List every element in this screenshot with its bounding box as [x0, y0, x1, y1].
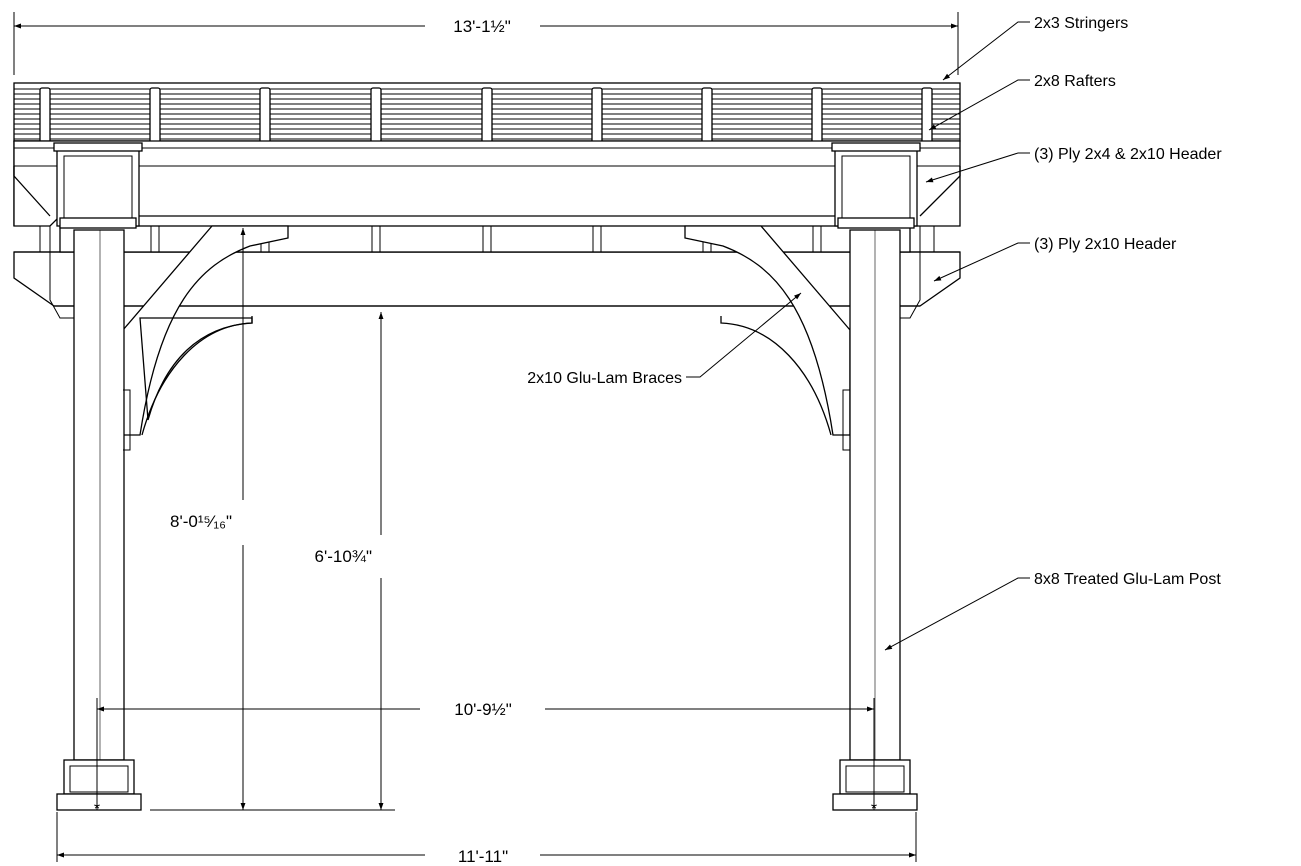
right-center-mark: * — [871, 801, 877, 818]
lower-header-label: (3) Ply 2x10 Header — [1034, 236, 1177, 253]
dimension-brace-clearance: 6'-10¾" — [315, 312, 384, 810]
left-center-mark: * — [94, 801, 100, 818]
upper-header-label: (3) Ply 2x4 & 2x10 Header — [1034, 146, 1222, 163]
dimension-base-width: 11'-11" — [56, 812, 917, 866]
header-height-label: 8'-0¹⁵⁄₁₆" — [170, 512, 232, 531]
rafter-end — [39, 87, 51, 145]
overall-width-label: 13'-1½" — [453, 17, 510, 36]
post-label: 8x8 Treated Glu-Lam Post — [1034, 571, 1221, 588]
rafter-end — [811, 87, 823, 145]
braces-label: 2x10 Glu-Lam Braces — [527, 370, 682, 387]
post-spacing-label: 10'-9½" — [454, 700, 511, 719]
callout-braces: 2x10 Glu-Lam Braces — [527, 292, 802, 387]
callout-rafters: 2x8 Rafters — [928, 73, 1116, 131]
rafter-end — [481, 87, 493, 145]
middle-band — [59, 225, 911, 253]
dimension-overall-width: 13'-1½" — [13, 12, 959, 75]
base-width-label: 11'-11" — [458, 847, 508, 866]
brace-clearance-label: 6'-10¾" — [315, 547, 372, 566]
callout-lower-header: (3) Ply 2x10 Header — [933, 236, 1177, 282]
rafter-end — [370, 87, 382, 145]
dimension-header-height: 8'-0¹⁵⁄₁₆" — [150, 228, 395, 811]
dimension-post-spacing: 10'-9½" — [96, 698, 875, 810]
right-post — [831, 142, 921, 811]
left-brace — [122, 225, 289, 436]
rafter-end — [591, 87, 603, 145]
callout-post: 8x8 Treated Glu-Lam Post — [884, 571, 1221, 651]
stringers-label: 2x3 Stringers — [1034, 15, 1128, 32]
rafter-end — [259, 87, 271, 145]
rafter-end — [149, 87, 161, 145]
left-post — [49, 142, 143, 811]
callout-stringers: 2x3 Stringers — [942, 15, 1128, 81]
rafters-label: 2x8 Rafters — [1034, 73, 1116, 90]
right-brace — [684, 225, 851, 436]
upper-header — [13, 140, 961, 227]
rafter-end — [921, 87, 933, 145]
rafter-band — [13, 82, 961, 226]
callout-upper-header: (3) Ply 2x4 & 2x10 Header — [925, 146, 1222, 183]
rafter-end — [701, 87, 713, 145]
